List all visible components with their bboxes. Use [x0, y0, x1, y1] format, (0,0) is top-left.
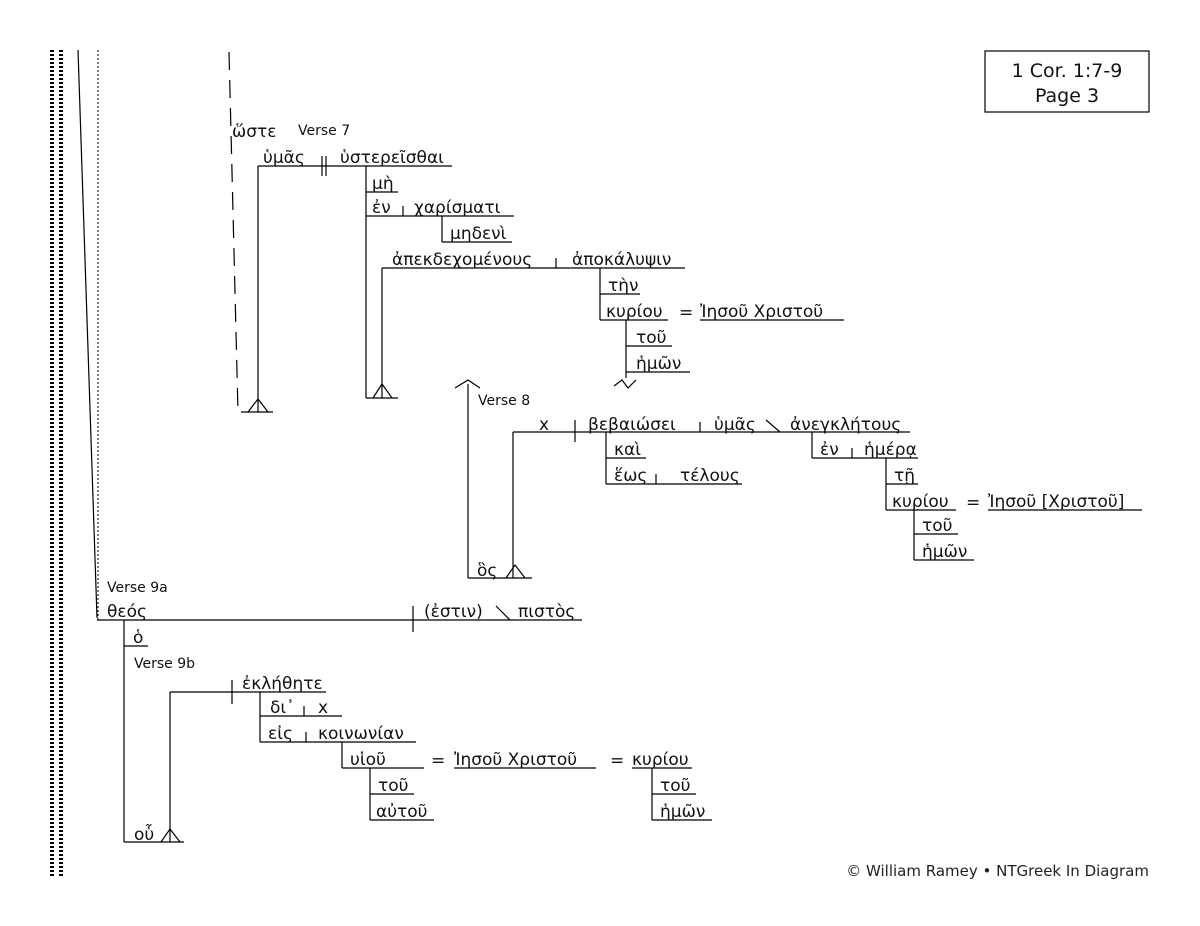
word-iesou-christou-3: Ἰησοῦ Χριστοῦ	[454, 750, 577, 770]
word-koinonian: κοινωνίαν	[318, 724, 404, 744]
word-x-subject: x	[539, 415, 549, 435]
word-hoste: ὥστε	[232, 122, 276, 142]
word-estin: (ἐστιν)	[424, 602, 483, 622]
reference-page: Page 3	[1035, 85, 1099, 107]
word-tou-3: τοῦ	[378, 776, 408, 796]
word-me: μὴ	[372, 174, 394, 194]
word-tou-1: τοῦ	[636, 328, 666, 348]
word-kuriou-1: κυρίου	[606, 302, 663, 322]
hoste-connector-dashed	[228, 51, 239, 413]
word-kuriou-3: κυρίου	[632, 750, 689, 770]
word-anegkletous: ἀνεγκλήτους	[790, 415, 901, 435]
word-hemon-1: ἡμῶν	[636, 354, 681, 374]
word-ten: τὴν	[608, 276, 639, 296]
word-theos: θεός	[107, 602, 147, 622]
word-kai: καὶ	[614, 440, 641, 460]
v8-complement-slash	[765, 419, 781, 433]
v7-triangle	[247, 398, 269, 413]
equals-1: =	[679, 303, 693, 323]
word-di: δι᾽	[270, 697, 295, 718]
word-iesou-christou-1: Ἰησοῦ Χριστοῦ	[700, 302, 823, 322]
word-hemon-2: ἡμῶν	[922, 542, 967, 562]
equals-2: =	[966, 493, 980, 513]
word-pistos: πιστὸς	[518, 602, 575, 622]
word-bebaiosei: βεβαιώσει	[588, 415, 676, 435]
word-apekdechomenous: ἀπεκδεχομένους	[392, 250, 532, 270]
verse-9b-label: Verse 9b	[134, 656, 195, 672]
word-humas-subject: ὑμᾶς	[263, 148, 305, 168]
word-kuriou-2: κυρίου	[892, 492, 949, 512]
word-eklethete: ἐκλήθητε	[242, 674, 323, 694]
reference-verse: 1 Cor. 1:7-9	[1012, 60, 1123, 82]
word-hemera: ἡμέρᾳ	[864, 440, 917, 460]
word-hemon-3: ἡμῶν	[660, 802, 705, 822]
equals-4: =	[610, 751, 624, 771]
word-apokalupsin: ἀποκάλυψιν	[572, 250, 671, 270]
equals-3: =	[431, 751, 445, 771]
word-ho: ὁ	[133, 628, 143, 648]
v8-connector-top	[454, 379, 481, 389]
word-huiou: υἱοῦ	[350, 750, 386, 770]
continuation-line	[77, 49, 98, 619]
word-x-agent: x	[318, 698, 328, 718]
v8-triangle	[505, 563, 526, 579]
word-iesou-christou-2: Ἰησοῦ [Χριστοῦ]	[988, 492, 1124, 512]
word-hou: οὗ	[134, 823, 154, 845]
word-tou-2: τοῦ	[922, 516, 952, 536]
word-te: τῇ	[894, 466, 915, 486]
word-en-1: ἐν	[372, 198, 391, 218]
verse-9a-label: Verse 9a	[107, 580, 168, 596]
verse-7-label: Verse 7	[298, 123, 350, 139]
word-medeni: μηδενὶ	[450, 224, 507, 244]
word-hos: ὃς	[477, 561, 497, 581]
word-en-2: ἐν	[820, 440, 839, 460]
word-heos: ἕως	[614, 466, 647, 486]
v9a-complement-slash	[495, 605, 511, 621]
hemon-1-break-mark	[613, 379, 637, 389]
word-charismati: χαρίσματι	[414, 198, 501, 218]
word-tou-4: τοῦ	[660, 776, 690, 796]
word-hustereisthai: ὑστερεῖσθαι	[340, 148, 444, 168]
word-eis: εἰς	[268, 724, 293, 744]
v9b-triangle	[160, 827, 181, 843]
participle-triangle	[372, 382, 393, 399]
word-telous: τέλους	[680, 466, 740, 486]
copyright-notice: © William Ramey • NTGreek In Diagram	[846, 862, 1149, 880]
verse-8-label: Verse 8	[478, 393, 530, 409]
word-humas-object: ὑμᾶς	[714, 415, 756, 435]
reference-box: 1 Cor. 1:7-9 Page 3	[984, 50, 1150, 113]
word-autou: αὐτοῦ	[376, 802, 428, 822]
